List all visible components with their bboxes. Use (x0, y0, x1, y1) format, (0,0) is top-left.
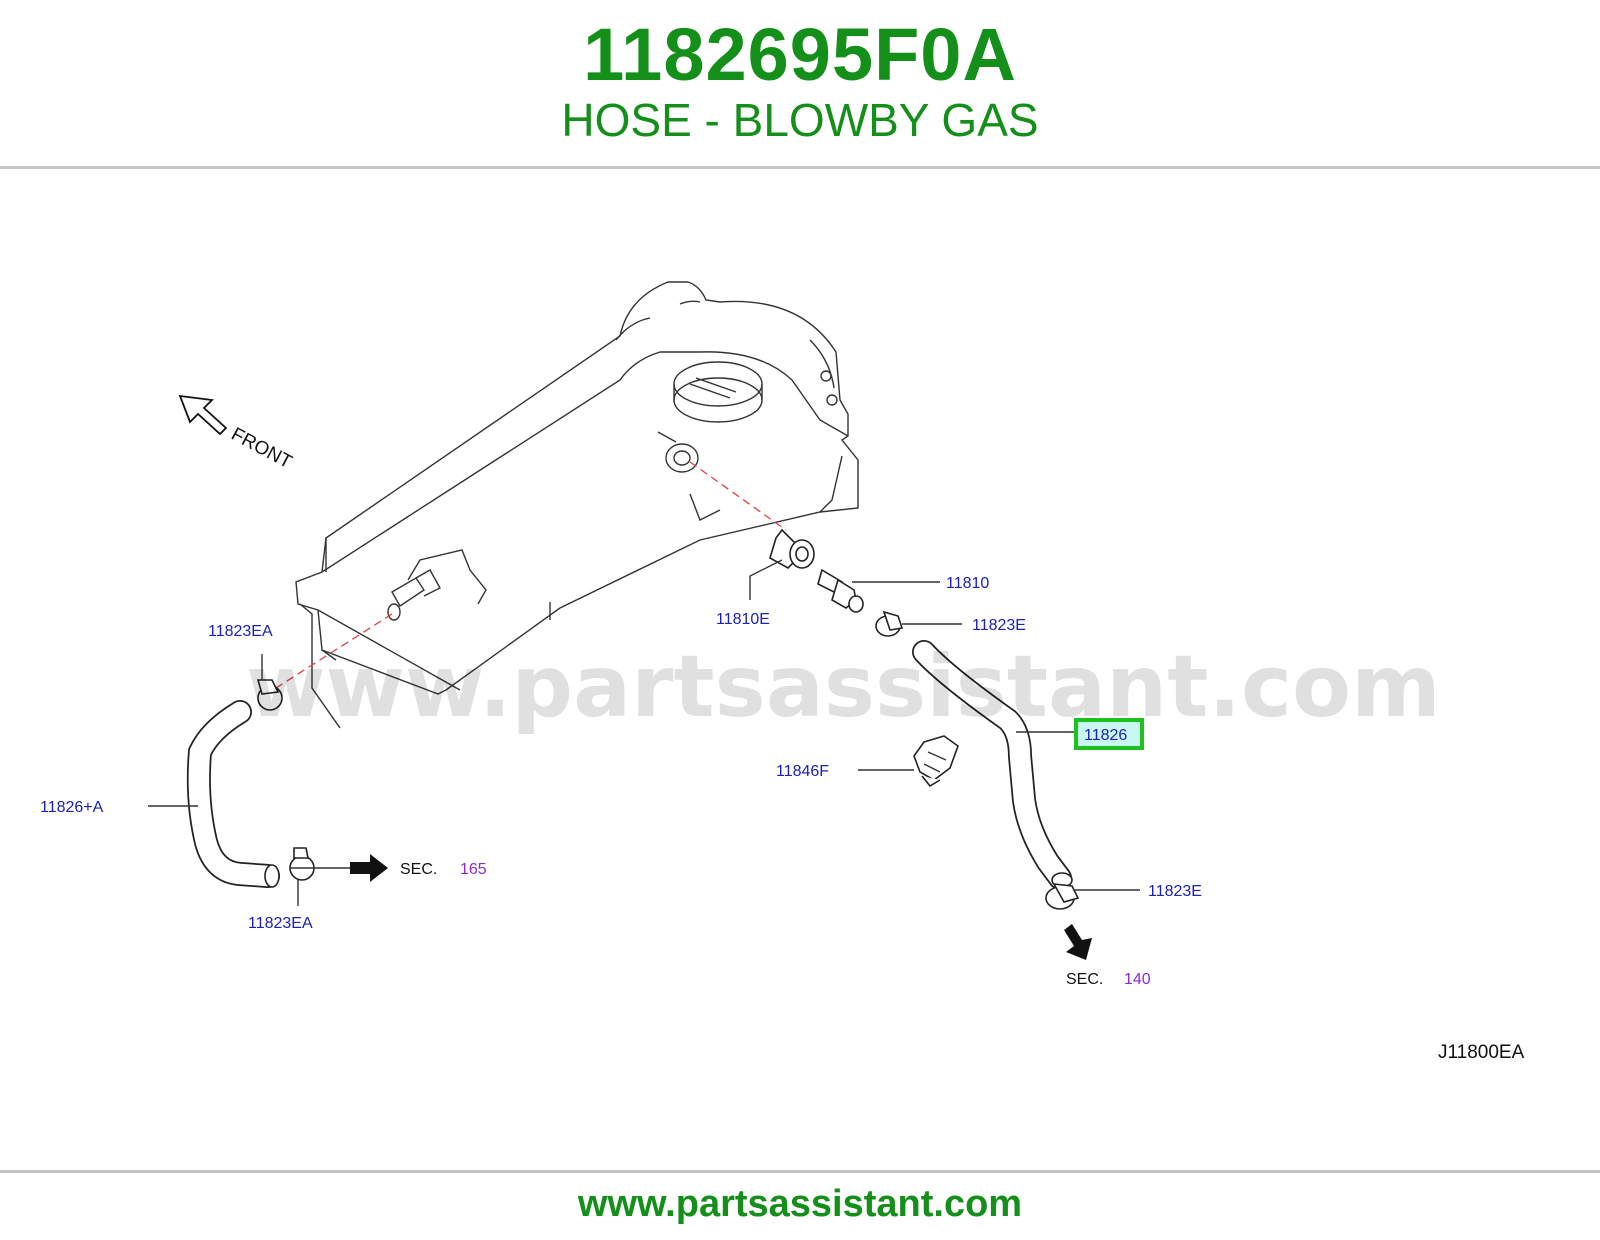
part-title: HOSE - BLOWBY GAS (561, 94, 1039, 146)
sec-number-left[interactable]: 165 (460, 861, 487, 878)
sec-number-right[interactable]: 140 (1124, 971, 1151, 988)
assembly-dashed-lines (275, 461, 787, 689)
callout-11810e[interactable]: 11810E (716, 611, 770, 628)
footer-divider (0, 1170, 1600, 1173)
diagram-code: J11800EA (1438, 1042, 1525, 1063)
clamp-lower-left[interactable] (289, 847, 315, 881)
part-number: 1182695F0A (583, 13, 1017, 96)
header-divider (0, 166, 1600, 169)
arrow-right-icon (350, 854, 388, 882)
front-direction-arrow: FRONT (178, 394, 296, 473)
callout-11823e-upper[interactable]: 11823E (972, 617, 1026, 634)
callout-11826-highlight[interactable]: 11826 (1084, 727, 1127, 744)
callout-11810[interactable]: 11810 (946, 575, 989, 592)
callout-11846f[interactable]: 11846F (776, 763, 829, 780)
pcv-valve-part[interactable] (817, 568, 864, 613)
highlight-box-11826[interactable] (1074, 718, 1144, 750)
left-hose-part[interactable] (186, 700, 280, 888)
valve-cover-illustration (295, 281, 859, 729)
clamp-upper-left[interactable] (256, 679, 283, 711)
watermark: www.partsassistant.com (246, 637, 1441, 737)
callout-11823ea-lower[interactable]: 11823EA (248, 915, 313, 932)
footer-url-link[interactable]: www.partsassistant.com (577, 1183, 1023, 1225)
leader-11810e (749, 559, 783, 600)
page-header: 1182695F0A HOSE - BLOWBY GAS (0, 0, 1600, 168)
callout-11826a[interactable]: 11826+A (40, 799, 104, 816)
sec-prefix-right: SEC. (1066, 971, 1103, 988)
hose-clip-part[interactable] (913, 735, 959, 788)
sec-prefix-left: SEC. (400, 861, 437, 878)
blowby-hose-part[interactable] (912, 640, 1073, 890)
clamp-upper-right[interactable] (875, 610, 904, 637)
arrow-down-icon (1064, 924, 1092, 960)
grommet-part[interactable] (769, 528, 815, 569)
callout-11823ea-upper[interactable]: 11823EA (208, 623, 273, 640)
front-label: FRONT (228, 424, 296, 473)
clamp-lower-right[interactable] (1045, 883, 1080, 910)
callout-11823e-lower[interactable]: 11823E (1148, 883, 1202, 900)
